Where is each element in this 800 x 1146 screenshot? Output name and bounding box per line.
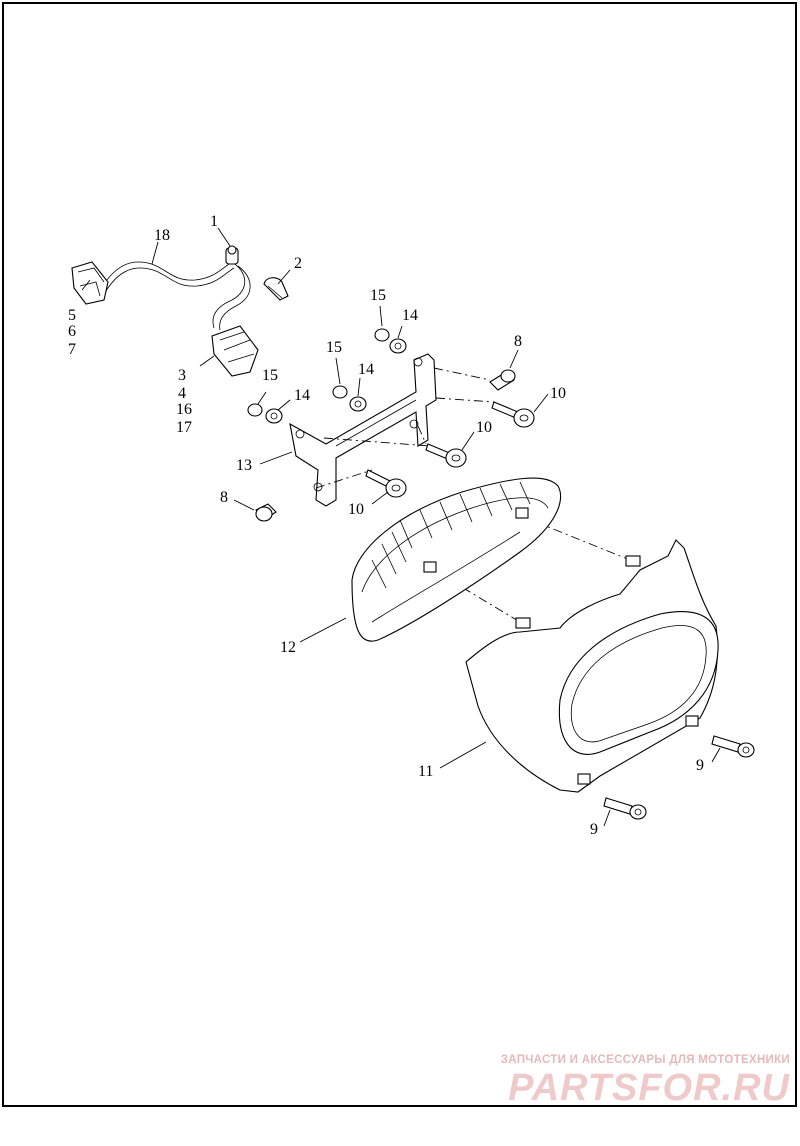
mounting-bracket [289,353,437,507]
watermark-caption: ЗАПЧАСТИ И АКСЕССУАРЫ ДЛЯ МОТОТЕХНИКИ [500,1054,790,1066]
harness-clip [225,245,239,265]
callout-6: 6 [68,323,76,340]
callout-4: 4 [178,385,186,402]
wiring-harness [71,245,289,377]
callout-5: 5 [68,307,76,324]
callout-15-top: 15 [370,287,386,304]
instrument-gauge [351,477,562,642]
callout-10-bottom: 10 [348,501,364,518]
callout-12: 12 [280,639,296,656]
callout-10-right: 10 [550,385,566,402]
callout-3: 3 [178,367,186,384]
harness-connector-main [211,325,259,377]
callout-2: 2 [294,255,302,272]
assembly-lines [315,367,631,623]
gauge-cover [465,539,719,793]
callout-14-left: 14 [294,387,310,404]
callout-10-mid: 10 [476,419,492,436]
watermark: ЗАПЧАСТИ И АКСЕССУАРЫ ДЛЯ МОТОТЕХНИКИ PA… [470,1054,790,1108]
fasteners [255,369,535,522]
callout-8-top: 8 [514,333,522,350]
cable-strap [263,277,289,301]
harness-connector-left [71,261,109,305]
callout-8-bottom: 8 [220,489,228,506]
callout-18: 18 [154,227,170,244]
callout-7: 7 [68,341,76,358]
callout-9-right: 9 [696,757,704,774]
callout-1: 1 [210,213,218,230]
callout-17: 17 [176,419,192,436]
callout-15-mid: 15 [326,339,342,356]
callout-14-mid: 14 [358,361,374,378]
cover-screws [603,735,755,820]
callout-labels: 1 18 2 5 6 7 3 4 16 17 15 14 15 14 15 14… [68,213,704,838]
diagram-border [2,2,797,1107]
callout-11: 11 [418,763,433,780]
callout-14-top: 14 [402,307,418,324]
callout-13: 13 [236,457,252,474]
callout-16: 16 [176,401,192,418]
callout-9-bottom: 9 [590,821,598,838]
grommet-set [247,328,407,424]
callout-15-left: 15 [262,367,278,384]
watermark-logo: PARTSFOR.RU [508,1067,790,1109]
leader-lines [81,227,721,827]
